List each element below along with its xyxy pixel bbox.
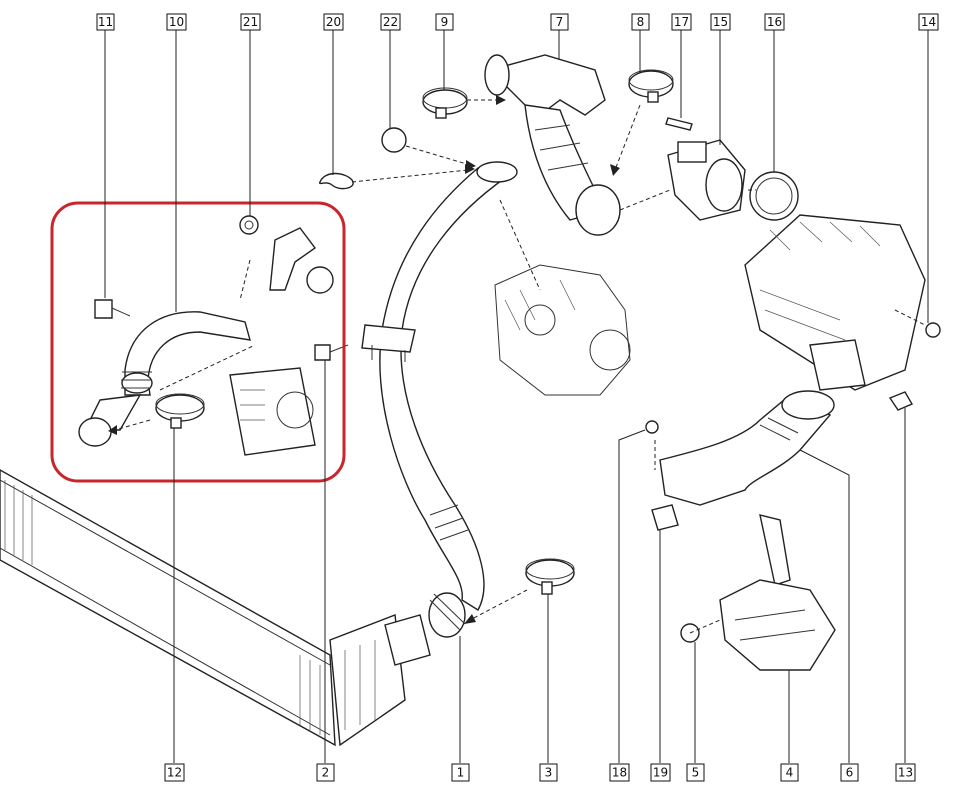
highlight-frame bbox=[50, 201, 346, 483]
charge-air-hose-drawing bbox=[361, 161, 518, 638]
callout-15: 15 bbox=[710, 13, 731, 31]
svg-text:22: 22 bbox=[383, 15, 398, 29]
svg-text:15: 15 bbox=[713, 15, 728, 29]
svg-text:16: 16 bbox=[767, 15, 782, 29]
callout-2: 2 bbox=[316, 763, 335, 782]
callout-20: 20 bbox=[323, 13, 344, 31]
air-filter-housing-drawing bbox=[744, 214, 926, 391]
callout-4: 4 bbox=[780, 763, 799, 782]
callout-9: 9 bbox=[435, 13, 454, 31]
intercooler-drawing bbox=[0, 469, 431, 747]
svg-text:6: 6 bbox=[846, 766, 854, 780]
clip-13-drawing bbox=[888, 391, 914, 411]
svg-text:21: 21 bbox=[243, 15, 258, 29]
turbo-drawing bbox=[494, 264, 631, 396]
callout-16: 16 bbox=[764, 13, 785, 31]
svg-text:8: 8 bbox=[637, 15, 645, 29]
svg-text:11: 11 bbox=[98, 15, 113, 29]
clip-19-drawing bbox=[651, 504, 679, 531]
svg-text:13: 13 bbox=[898, 766, 913, 780]
svg-text:18: 18 bbox=[612, 766, 627, 780]
callout-21: 21 bbox=[240, 13, 261, 31]
callout-18: 18 bbox=[609, 763, 630, 782]
callout-11: 11 bbox=[96, 13, 115, 31]
clamp-8-drawing bbox=[628, 69, 674, 103]
svg-text:2: 2 bbox=[322, 766, 330, 780]
seal-20-drawing bbox=[318, 172, 354, 190]
svg-text:5: 5 bbox=[692, 766, 700, 780]
callout-19: 19 bbox=[650, 763, 671, 782]
air-inlet-duct-drawing bbox=[484, 54, 621, 236]
svg-text:7: 7 bbox=[556, 15, 564, 29]
clamp-3-drawing bbox=[525, 558, 575, 595]
svg-text:4: 4 bbox=[786, 766, 794, 780]
screw-18-drawing bbox=[645, 420, 659, 434]
nut-14-drawing bbox=[925, 322, 941, 338]
callout-13: 13 bbox=[895, 763, 916, 782]
clamp-12-drawing bbox=[155, 393, 205, 429]
callout-14: 14 bbox=[918, 13, 939, 31]
svg-text:10: 10 bbox=[169, 15, 184, 29]
callout-7: 7 bbox=[550, 13, 569, 31]
resonator-drawing bbox=[719, 514, 836, 671]
o-ring-16-drawing bbox=[749, 171, 799, 221]
assembly-arrows bbox=[108, 95, 926, 634]
callout-3: 3 bbox=[539, 763, 558, 782]
callout-17: 17 bbox=[671, 13, 692, 31]
leader-lines bbox=[104, 30, 929, 763]
svg-text:20: 20 bbox=[326, 15, 341, 29]
air-flow-meter-drawing bbox=[667, 139, 746, 221]
svg-text:1: 1 bbox=[457, 766, 465, 780]
o-ring-22-drawing bbox=[381, 127, 407, 153]
air-duct-6-drawing bbox=[659, 390, 835, 506]
callout-22: 22 bbox=[380, 13, 401, 31]
svg-text:12: 12 bbox=[167, 766, 182, 780]
svg-text:19: 19 bbox=[653, 766, 668, 780]
callout-12: 12 bbox=[164, 763, 185, 782]
svg-text:17: 17 bbox=[674, 15, 689, 29]
callout-5: 5 bbox=[686, 763, 705, 782]
callout-8: 8 bbox=[631, 13, 650, 31]
callout-6: 6 bbox=[840, 763, 859, 782]
highlighted-assembly bbox=[78, 215, 349, 456]
callout-1: 1 bbox=[451, 763, 470, 782]
svg-text:3: 3 bbox=[545, 766, 553, 780]
svg-text:9: 9 bbox=[441, 15, 449, 29]
clamp-9-drawing bbox=[422, 87, 468, 119]
screw-17-drawing bbox=[665, 117, 693, 131]
callout-10: 10 bbox=[166, 13, 187, 31]
svg-text:14: 14 bbox=[921, 15, 936, 29]
